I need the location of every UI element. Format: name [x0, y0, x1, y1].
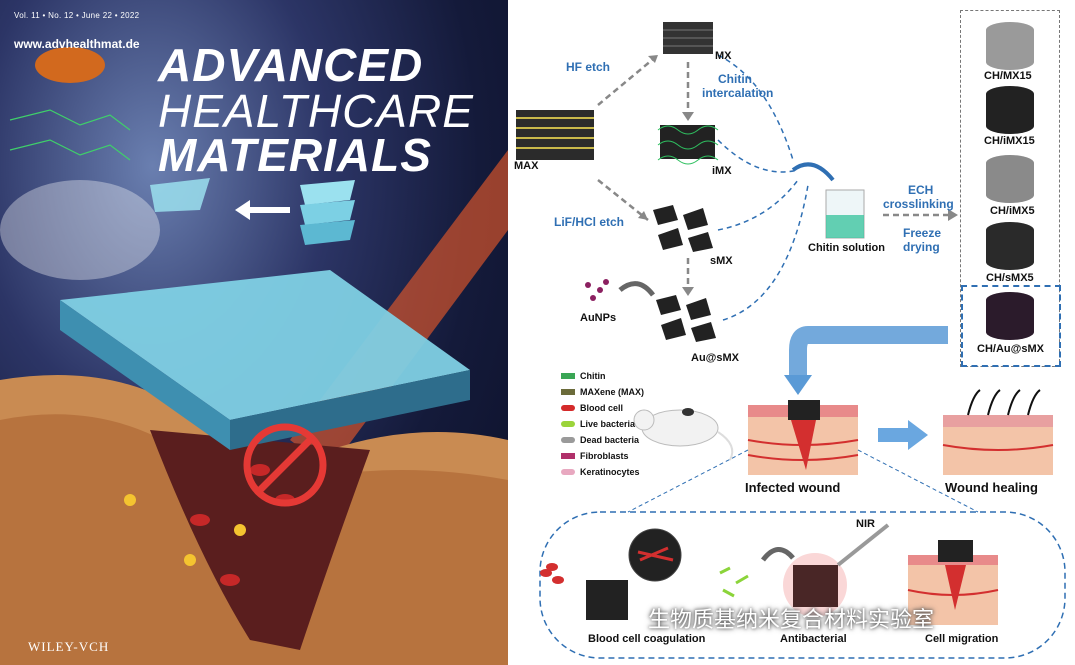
issue-info: Vol. 11 • No. 12 • June 22 • 2022 [14, 11, 140, 20]
legend-swatch [561, 389, 575, 395]
aunps-label: AuNPs [580, 312, 617, 324]
bottom-label: Antibacterial [780, 633, 847, 645]
lif-etch-label: LiF/HCl etch [554, 215, 625, 229]
legend-label: Blood cell [580, 403, 624, 413]
cover-artwork [0, 47, 508, 665]
nir-label: NIR [856, 518, 875, 530]
legend-swatch [561, 469, 575, 475]
journal-url: www.advhealthmat.de [14, 37, 140, 51]
legend-item: Dead bacteria [561, 435, 639, 445]
legend-item: Fibroblasts [561, 451, 629, 461]
legend-item: Chitin [561, 371, 606, 381]
au-smx-label: Au@sMX [691, 352, 740, 364]
journal-title-line2: HEALTHCARE [158, 85, 474, 137]
bottom-label: Blood cell coagulation [588, 633, 706, 645]
max-block [516, 110, 594, 160]
legend-swatch [561, 373, 575, 379]
legend-label: Keratinocytes [580, 467, 640, 477]
imx-stack [657, 125, 719, 165]
legend-swatch [561, 421, 575, 427]
freeze-label-1: Freeze [903, 226, 942, 240]
coagulation-graphic [540, 528, 682, 620]
legend-label: Chitin [580, 371, 606, 381]
mx-stack [663, 22, 713, 54]
legend-swatch [561, 405, 575, 411]
bottom-label: Cell migration [925, 633, 999, 645]
diagram-graphics [516, 22, 1066, 659]
product-cylinder [986, 292, 1034, 340]
au-smx-flakes [656, 295, 716, 342]
product-cylinder [986, 222, 1034, 270]
product-cylinder [986, 22, 1034, 70]
product-cylinder [986, 86, 1034, 134]
product-label: CH/Au@sMX [977, 343, 1044, 355]
product-label: CH/MX15 [984, 70, 1032, 82]
product-label: CH/iMX15 [984, 135, 1035, 147]
legend-swatch [561, 453, 575, 459]
chitin-solution-label: Chitin solution [808, 242, 885, 254]
product-label: CH/sMX5 [986, 272, 1034, 284]
legend-label: Dead bacteria [580, 435, 640, 445]
max-label: MAX [514, 160, 539, 172]
legend-label: Live bacteria [580, 419, 636, 429]
legend-swatch [561, 437, 575, 443]
infected-wound-label: Infected wound [745, 480, 841, 495]
smx-flakes [653, 205, 713, 252]
mx-label: MX [715, 50, 732, 62]
journal-title-line1: ADVANCED [158, 39, 424, 91]
chitin-intercalation-label-1: Chitin [718, 72, 752, 86]
antibacterial-graphic [719, 523, 890, 617]
watermark: 生物质基纳米复合材料实验室 [648, 608, 935, 633]
infected-skin [747, 400, 859, 475]
legend-label: Fibroblasts [580, 451, 629, 461]
product-cylinder [986, 155, 1034, 203]
product-label: CH/iMX5 [990, 205, 1035, 217]
healed-skin [942, 389, 1054, 475]
imx-label: iMX [712, 165, 732, 177]
hf-etch-label: HF etch [566, 60, 611, 74]
legend-item: Blood cell [561, 403, 623, 413]
schematic-diagram: MAX HF etch MX Chitin intercalation iMX … [508, 0, 1075, 665]
wound-healing-label: Wound healing [945, 480, 1038, 495]
journal-cover: Vol. 11 • No. 12 • June 22 • 2022 www.ad… [0, 0, 508, 665]
journal-title-line3: MATERIALS [158, 129, 432, 181]
beaker [825, 189, 865, 239]
freeze-label-2: drying [903, 240, 940, 254]
smx-label: sMX [710, 255, 733, 267]
publisher-logo: WILEY-VCH [28, 639, 110, 654]
aunps-dots [585, 279, 609, 301]
legend-item: Live bacteria [561, 419, 635, 429]
ech-label-1: ECH [908, 183, 934, 197]
highlight-box [961, 285, 1061, 367]
migration-graphic [907, 540, 999, 625]
chitin-intercalation-label-2: intercalation [702, 86, 774, 100]
legend-item: Keratinocytes [561, 467, 640, 477]
legend-item: MAXene (MAX) [561, 387, 644, 397]
legend-label: MAXene (MAX) [580, 387, 645, 397]
ech-label-2: crosslinking [883, 197, 954, 211]
